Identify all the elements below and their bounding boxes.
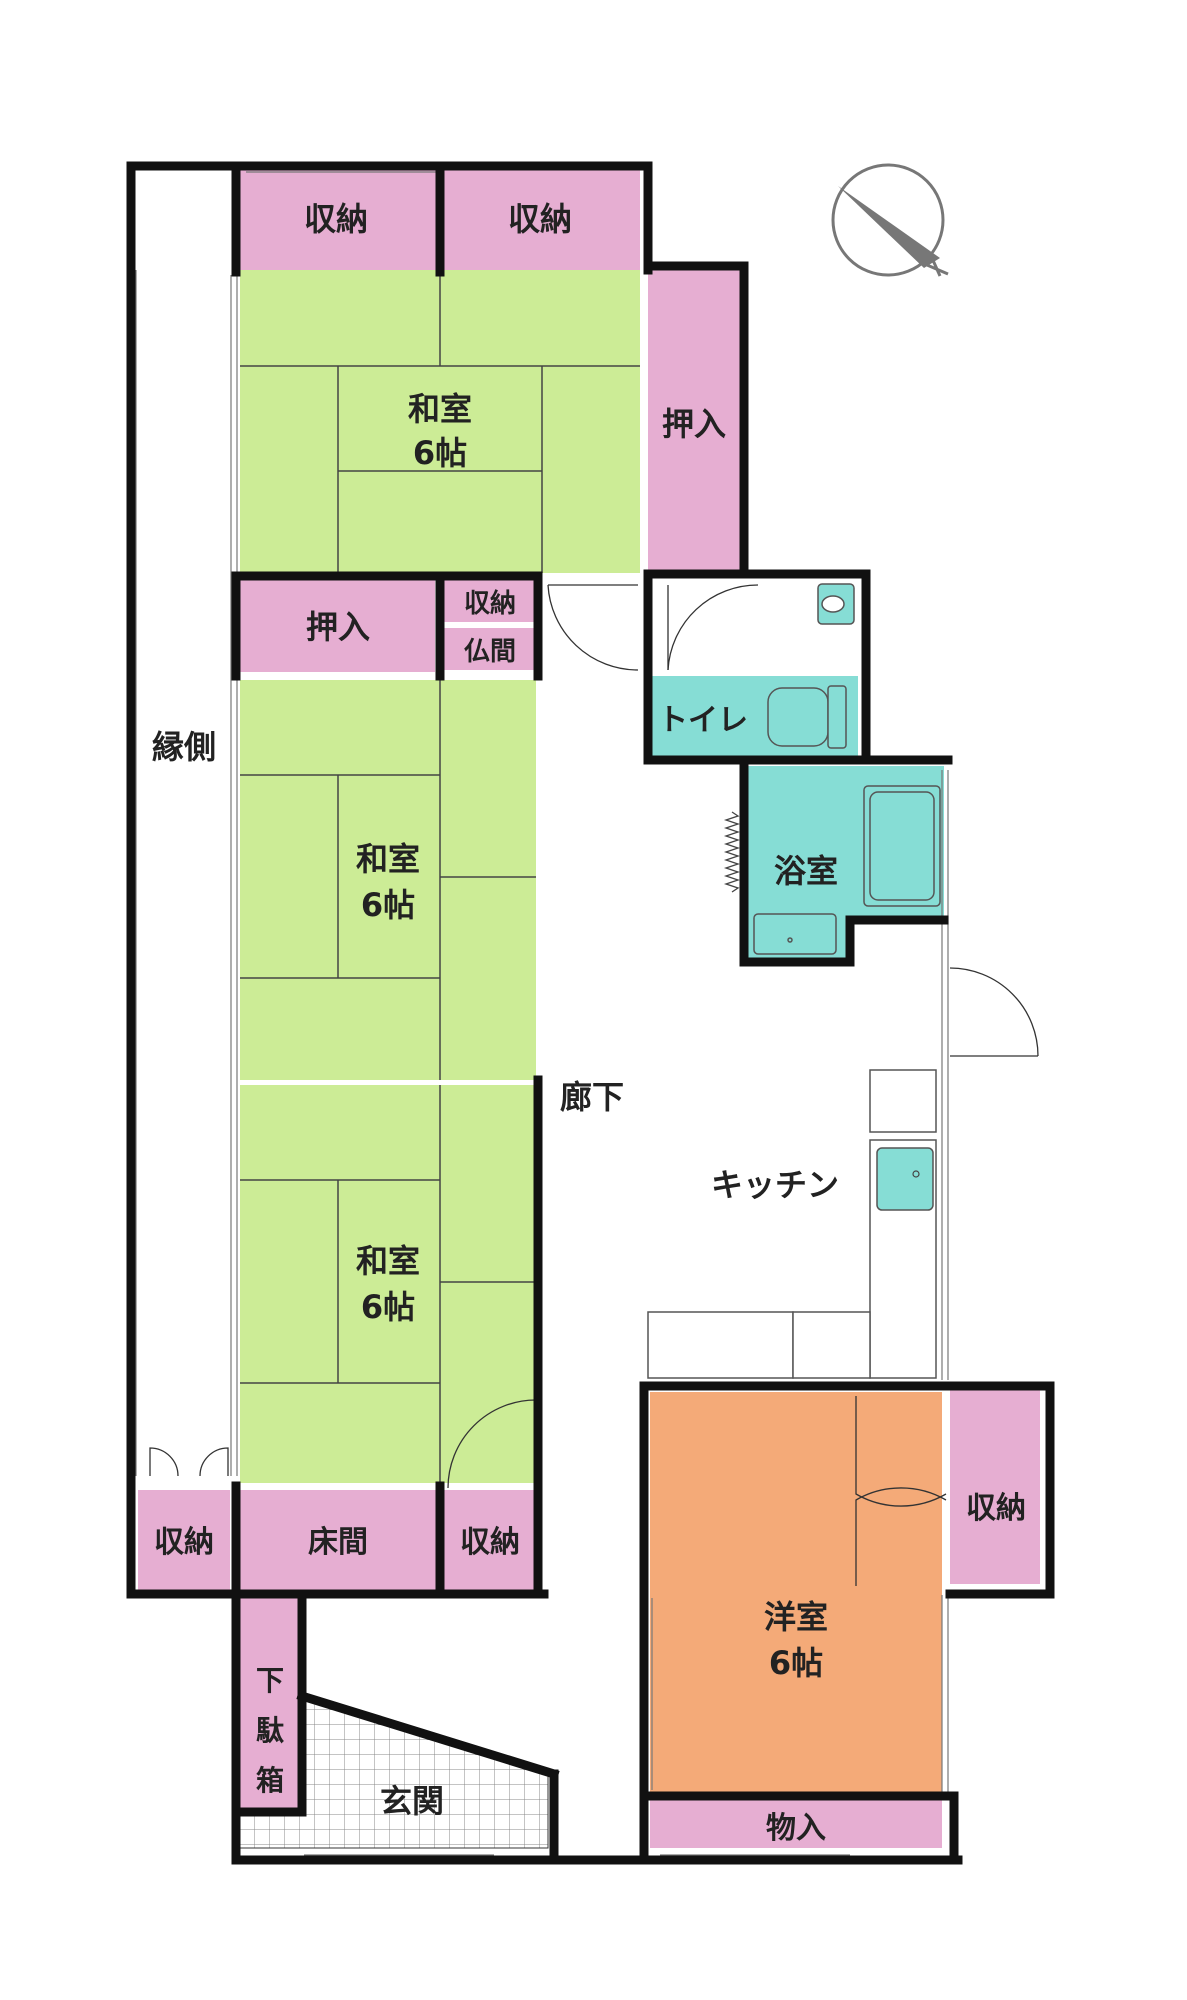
oshiire-mid	[240, 580, 435, 672]
folding-door	[723, 811, 741, 893]
closet-top-1-label: 収納	[304, 200, 368, 238]
oshiire-right	[648, 268, 740, 573]
closet-right	[950, 1388, 1040, 1584]
closet-bottom-left	[138, 1490, 230, 1590]
butsuma-area	[444, 628, 536, 670]
storage-label: 物入	[766, 1811, 826, 1846]
storage-area	[650, 1800, 942, 1848]
north-arrow-icon	[831, 163, 949, 277]
getabako-label-3: 箱	[256, 1764, 284, 1797]
butsuma-label: 仏間	[464, 637, 516, 667]
closet-bottom-mid-label: 収納	[460, 1525, 520, 1560]
closet-top-1	[236, 170, 436, 270]
bathroom-label: 浴室	[774, 852, 838, 890]
closet-small-label: 収納	[464, 588, 516, 619]
getabako-label-1: 下	[256, 1664, 284, 1697]
closet-top-2	[440, 170, 640, 270]
oshiire-right-label: 押入	[662, 405, 726, 443]
sink-icon	[876, 1147, 934, 1211]
kitchen-label: キッチン	[711, 1166, 839, 1204]
washitsu-low-size: 6帖	[361, 1288, 415, 1326]
engawa-area	[136, 168, 231, 1476]
washitsu-low-name: 和室	[356, 1242, 420, 1280]
washitsu-top-name: 和室	[408, 390, 472, 428]
bathtub-icon	[753, 785, 941, 955]
oshiire-mid-label: 押入	[306, 608, 370, 646]
washitsu-low-area	[240, 1085, 536, 1483]
engawa-label: 縁側	[152, 728, 216, 766]
closet-small	[444, 580, 536, 622]
washitsu-mid-name: 和室	[356, 840, 420, 878]
closet-right-label: 収納	[966, 1491, 1026, 1526]
youshitsu-size: 6帖	[769, 1644, 823, 1682]
closet-bottom-mid	[444, 1490, 536, 1590]
hallway-label: 廊下	[560, 1078, 624, 1116]
getabako-area	[240, 1598, 298, 1808]
walls	[126, 161, 1055, 1865]
closet-top-2-label: 収納	[508, 200, 572, 238]
washitsu-top-size: 6帖	[413, 434, 467, 472]
washbasin-icon	[817, 583, 855, 625]
youshitsu-name: 洋室	[764, 1598, 828, 1636]
washitsu-mid-size: 6帖	[361, 886, 415, 924]
genkan-label: 玄関	[380, 1782, 444, 1820]
getabako-label-2: 駄	[256, 1714, 284, 1747]
tokonoma-label: 床間	[308, 1525, 368, 1560]
tokonoma-area	[240, 1490, 436, 1590]
washitsu-mid-area	[240, 680, 536, 1080]
toilet-icon	[767, 685, 847, 749]
closet-bottom-left-label: 収納	[154, 1525, 214, 1560]
toilet-label: トイレ	[658, 703, 748, 738]
youshitsu-area	[650, 1392, 942, 1792]
